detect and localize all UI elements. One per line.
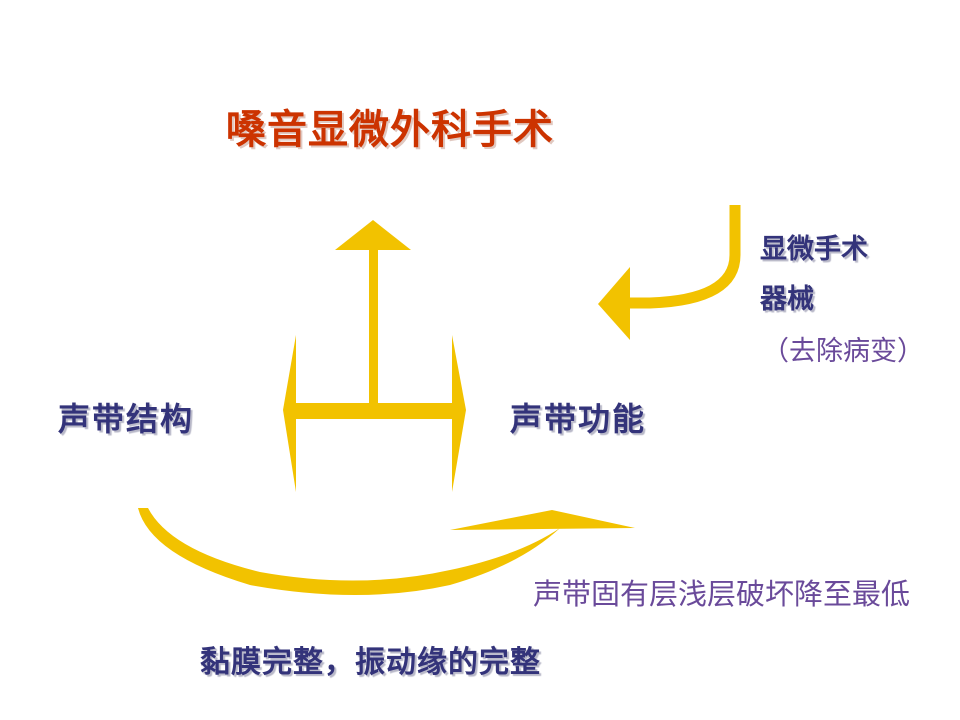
label-remove-lesion: （去除病变） bbox=[762, 336, 924, 367]
label-vocal-cord-structure: 声带结构 bbox=[58, 400, 195, 438]
label-micro-instruments-line1: 显微手术 bbox=[760, 234, 868, 265]
bottom-swoosh-arrow bbox=[138, 508, 635, 595]
label-micro-instruments-line2: 器械 bbox=[760, 284, 814, 315]
label-mucosa-intact: 黏膜完整，振动缘的完整 bbox=[200, 645, 541, 680]
label-vocal-cord-function: 声带功能 bbox=[510, 400, 647, 438]
diagram-title: 嗓音显微外科手术 bbox=[226, 107, 554, 153]
up-arrow bbox=[335, 220, 411, 408]
label-minimize-damage: 声带固有层浅层破坏降至最低 bbox=[533, 577, 911, 611]
curved-arrow-right bbox=[598, 205, 741, 340]
label-micro-instruments: 显微手术 器械 bbox=[760, 225, 940, 325]
double-arrow bbox=[283, 335, 466, 492]
